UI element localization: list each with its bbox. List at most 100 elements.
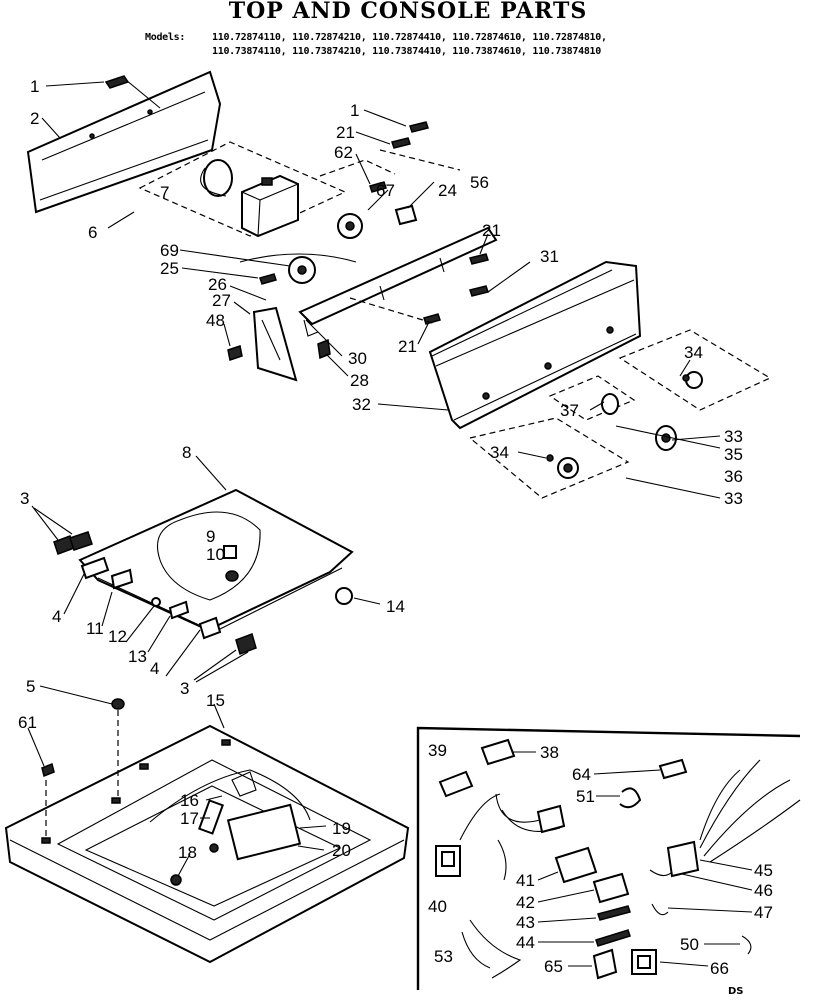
callout-56: 56 — [470, 173, 489, 192]
models-list-line-1: 110.72874110, 110.72874210, 110.72874410… — [212, 32, 607, 43]
part-21-screw-top — [391, 137, 411, 149]
part-7-motor — [200, 159, 233, 197]
callout-4a: 4 — [52, 607, 61, 626]
leader-56-dashed — [379, 149, 461, 171]
callout-21a: 21 — [336, 123, 355, 142]
callout-62: 62 — [334, 143, 353, 162]
callout-42: 42 — [516, 893, 535, 912]
callout-33b: 33 — [724, 489, 743, 508]
wiring-inset-frame — [416, 726, 801, 990]
part-31-bracket — [298, 226, 498, 337]
knob-group-lower — [468, 417, 630, 499]
part-48-clip — [227, 345, 243, 361]
part-1-screw-top — [104, 75, 161, 109]
callout-4b: 4 — [150, 659, 159, 678]
timer-block — [241, 174, 299, 238]
callout-16: 16 — [180, 791, 199, 810]
callout-1b: 1 — [350, 101, 359, 120]
callout-7: 7 — [160, 183, 169, 202]
callout-36: 36 — [724, 467, 743, 486]
callout-20: 20 — [332, 841, 351, 860]
callout-44: 44 — [516, 933, 535, 952]
callout-9: 9 — [206, 527, 215, 546]
footer-code: DS — [728, 986, 744, 997]
part-2-rear-panel — [26, 70, 222, 214]
part-3-hinges — [53, 531, 257, 655]
callout-8: 8 — [182, 443, 191, 462]
callout-21c: 21 — [398, 337, 417, 356]
callout-32: 32 — [352, 395, 371, 414]
callout-2: 2 — [30, 109, 39, 128]
callout-61: 61 — [18, 713, 37, 732]
callout-12: 12 — [108, 627, 127, 646]
callout-69: 69 — [160, 241, 179, 260]
models-label: Models: — [145, 32, 186, 43]
part-25-knob-switch — [239, 253, 357, 284]
callout-46: 46 — [754, 881, 773, 900]
part-5-plug — [111, 698, 125, 710]
callout-37: 37 — [560, 401, 579, 420]
callout-39: 39 — [428, 741, 447, 760]
lid-hinge-parts — [80, 556, 222, 640]
callout-45: 45 — [754, 861, 773, 880]
callout-38: 38 — [540, 743, 559, 762]
callout-19: 19 — [332, 819, 351, 838]
callout-34a: 34 — [684, 343, 703, 362]
callout-6: 6 — [88, 223, 97, 242]
callout-17: 17 — [180, 809, 199, 828]
callout-10: 10 — [206, 545, 225, 564]
part-32-console — [428, 260, 642, 430]
callout-48: 48 — [206, 311, 225, 330]
callout-34b: 34 — [490, 443, 509, 462]
callout-43: 43 — [516, 913, 535, 932]
leader-lines — [27, 81, 753, 967]
part-27-endcap — [252, 306, 298, 382]
part-61-clip — [41, 762, 55, 778]
part-67-switch — [337, 213, 363, 239]
callout-11: 11 — [86, 619, 104, 638]
callout-21b: 21 — [482, 221, 501, 240]
callout-1a: 1 — [30, 77, 39, 96]
callout-14: 14 — [386, 597, 405, 616]
callout-35: 35 — [724, 445, 743, 464]
leader-21-dashed — [349, 297, 437, 325]
callout-18: 18 — [178, 843, 197, 862]
wiring-inset-parts — [435, 738, 801, 980]
callout-25: 25 — [160, 259, 179, 278]
callout-26: 26 — [208, 275, 227, 294]
callout-65: 65 — [544, 957, 563, 976]
callout-13: 13 — [128, 647, 147, 666]
part-26-screw — [259, 273, 277, 285]
callout-24: 24 — [438, 181, 457, 200]
callout-33a: 33 — [724, 427, 743, 446]
callout-51: 51 — [576, 787, 595, 806]
callout-53: 53 — [434, 947, 453, 966]
callout-labels: 1 2 6 7 1 21 62 56 67 24 69 25 26 27 48 … — [18, 77, 773, 978]
knob-group-right — [618, 329, 772, 411]
callout-66: 66 — [710, 959, 729, 978]
callout-30: 30 — [348, 349, 367, 368]
callout-15: 15 — [206, 691, 225, 710]
callout-3b: 3 — [180, 679, 189, 698]
callout-41: 41 — [516, 871, 535, 890]
callout-31: 31 — [540, 247, 559, 266]
part-1-screw-right — [409, 121, 429, 133]
part-8-lid — [78, 488, 354, 633]
callout-47: 47 — [754, 903, 773, 922]
callout-64: 64 — [572, 765, 591, 784]
callout-50: 50 — [680, 935, 699, 954]
part-24-switch — [394, 204, 418, 226]
timer-mount-outline — [138, 141, 396, 237]
part-62-screw — [369, 181, 387, 193]
part-28-clip — [317, 338, 331, 360]
models-list-line-2: 110.73874110, 110.73874210, 110.73874410… — [212, 46, 601, 57]
knob-group-center — [548, 375, 677, 451]
callout-28: 28 — [350, 371, 369, 390]
callout-67: 67 — [376, 181, 395, 200]
callout-3a: 3 — [20, 489, 29, 508]
callout-5: 5 — [26, 677, 35, 696]
callout-27: 27 — [212, 291, 231, 310]
page-title: TOP AND CONSOLE PARTS — [228, 0, 588, 24]
part-15-washer-top — [4, 724, 410, 964]
